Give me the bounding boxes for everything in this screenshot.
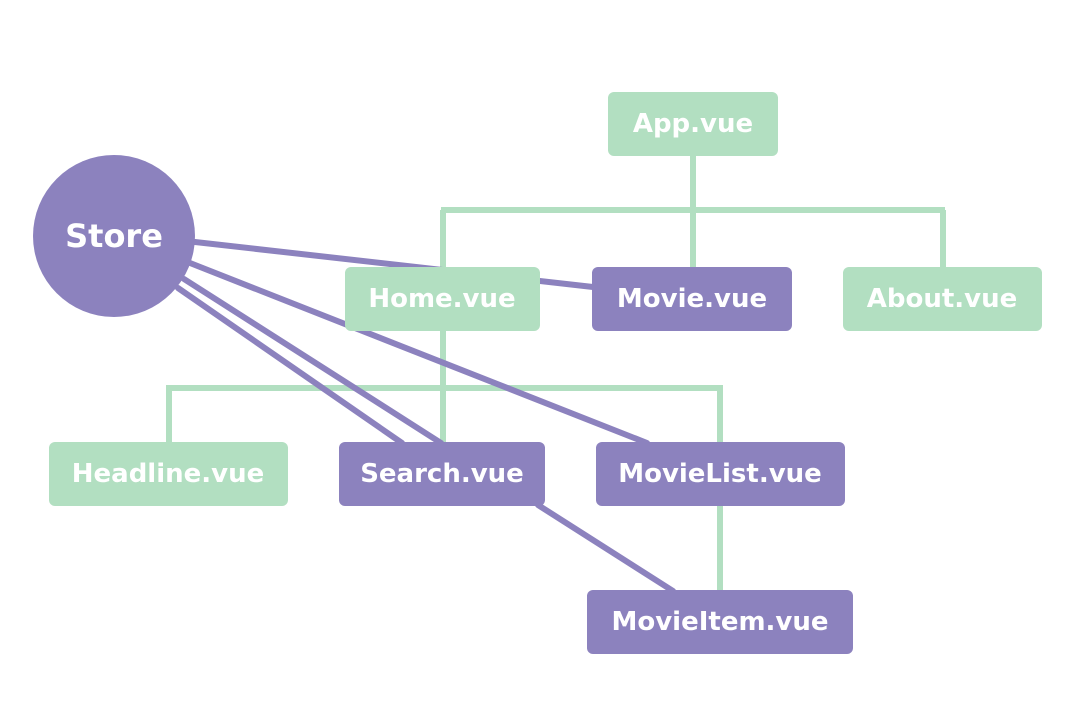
node-movielist: MovieList.vue (596, 442, 845, 506)
edge-store-search-a (181, 276, 444, 446)
node-search: Search.vue (339, 442, 545, 506)
tree-connectors (166, 156, 946, 591)
edge-store-movielist (187, 260, 650, 446)
node-app: App.vue (608, 92, 778, 156)
search-label: Search.vue (360, 459, 524, 489)
node-headline: Headline.vue (49, 442, 288, 506)
store-label: Store (65, 217, 163, 255)
movieitem-label: MovieItem.vue (611, 607, 828, 637)
movielist-label: MovieList.vue (618, 459, 822, 489)
movie-label: Movie.vue (617, 284, 767, 314)
node-movie: Movie.vue (592, 267, 792, 331)
store-node: Store (33, 155, 195, 317)
node-about: About.vue (843, 267, 1042, 331)
edge-store-search-b (175, 285, 405, 446)
app-label: App.vue (633, 109, 753, 139)
about-label: About.vue (867, 284, 1018, 314)
home-label: Home.vue (368, 284, 515, 314)
node-movieitem: MovieItem.vue (587, 590, 853, 654)
node-home: Home.vue (345, 267, 540, 331)
edge-search-movieitem (535, 502, 676, 594)
headline-label: Headline.vue (72, 459, 265, 489)
